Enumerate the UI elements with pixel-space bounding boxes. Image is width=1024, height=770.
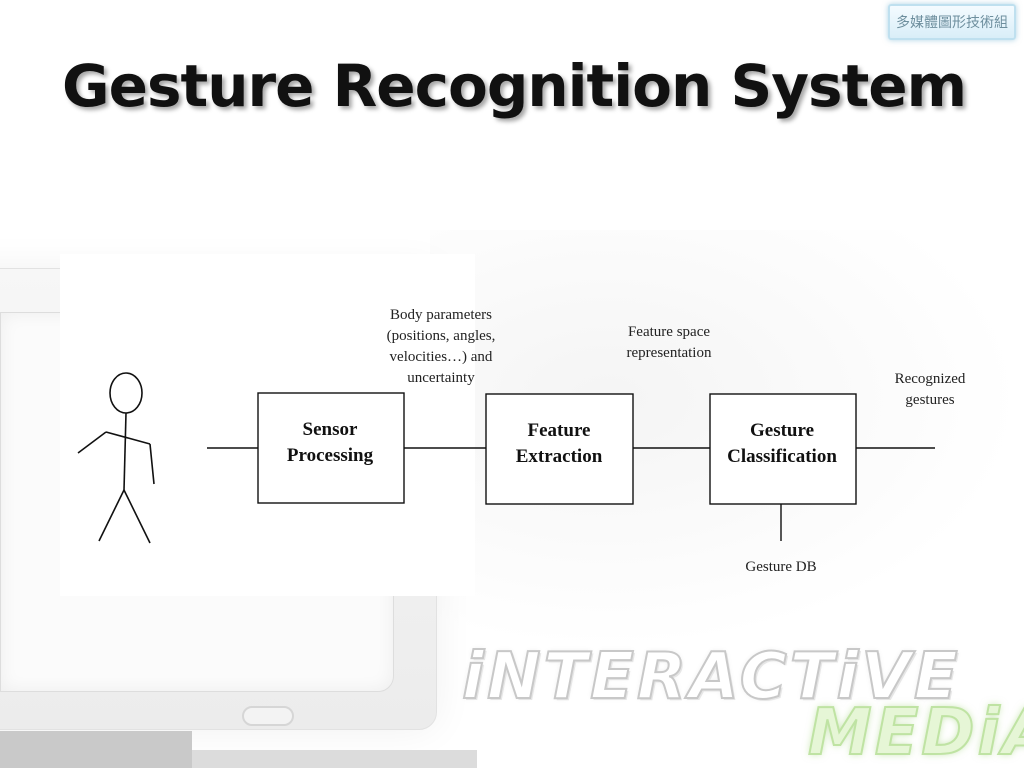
slide-title: Gesture Recognition System [62, 52, 967, 120]
label-body-parameters: Body parameters (positions, angles, velo… [387, 307, 496, 386]
label-feature-space: Feature space representation [627, 324, 712, 361]
background-base-light [192, 750, 477, 768]
background-monitor-button [242, 706, 294, 726]
block-feature-line1: Feature [528, 420, 591, 441]
label-feature-space-line2: representation [627, 345, 712, 361]
background-base-dark [0, 731, 192, 768]
label-body-line3: velocities…) and [390, 349, 493, 365]
block-gesture-classification: Gesture Classification [709, 393, 857, 505]
label-body-line4: uncertainty [407, 370, 475, 386]
block-feature-line2: Extraction [516, 446, 603, 467]
label-feature-space-line1: Feature space [628, 324, 710, 340]
block-sensor-line1: Sensor [303, 419, 358, 440]
label-gesture-db: Gesture DB [745, 559, 816, 575]
label-recognized-line1: Recognized [895, 371, 966, 387]
block-feature-extraction: Feature Extraction [485, 393, 634, 505]
group-badge: 多媒體圖形技術組 [888, 4, 1016, 40]
block-sensor-processing: Sensor Processing [257, 392, 405, 504]
stick-figure-icon [77, 372, 155, 544]
block-sensor-line2: Processing [287, 445, 374, 466]
label-recognized-gestures: Recognized gestures [895, 371, 966, 408]
label-recognized-line2: gestures [905, 392, 954, 408]
brand-interactive: iNTERACTiVE [461, 639, 961, 715]
block-gesture-line2: Classification [727, 446, 837, 467]
label-body-line2: (positions, angles, [387, 328, 496, 344]
label-body-line1: Body parameters [390, 307, 492, 323]
brand-media: MEDiA [807, 695, 1024, 770]
block-gesture-line1: Gesture [750, 420, 814, 441]
